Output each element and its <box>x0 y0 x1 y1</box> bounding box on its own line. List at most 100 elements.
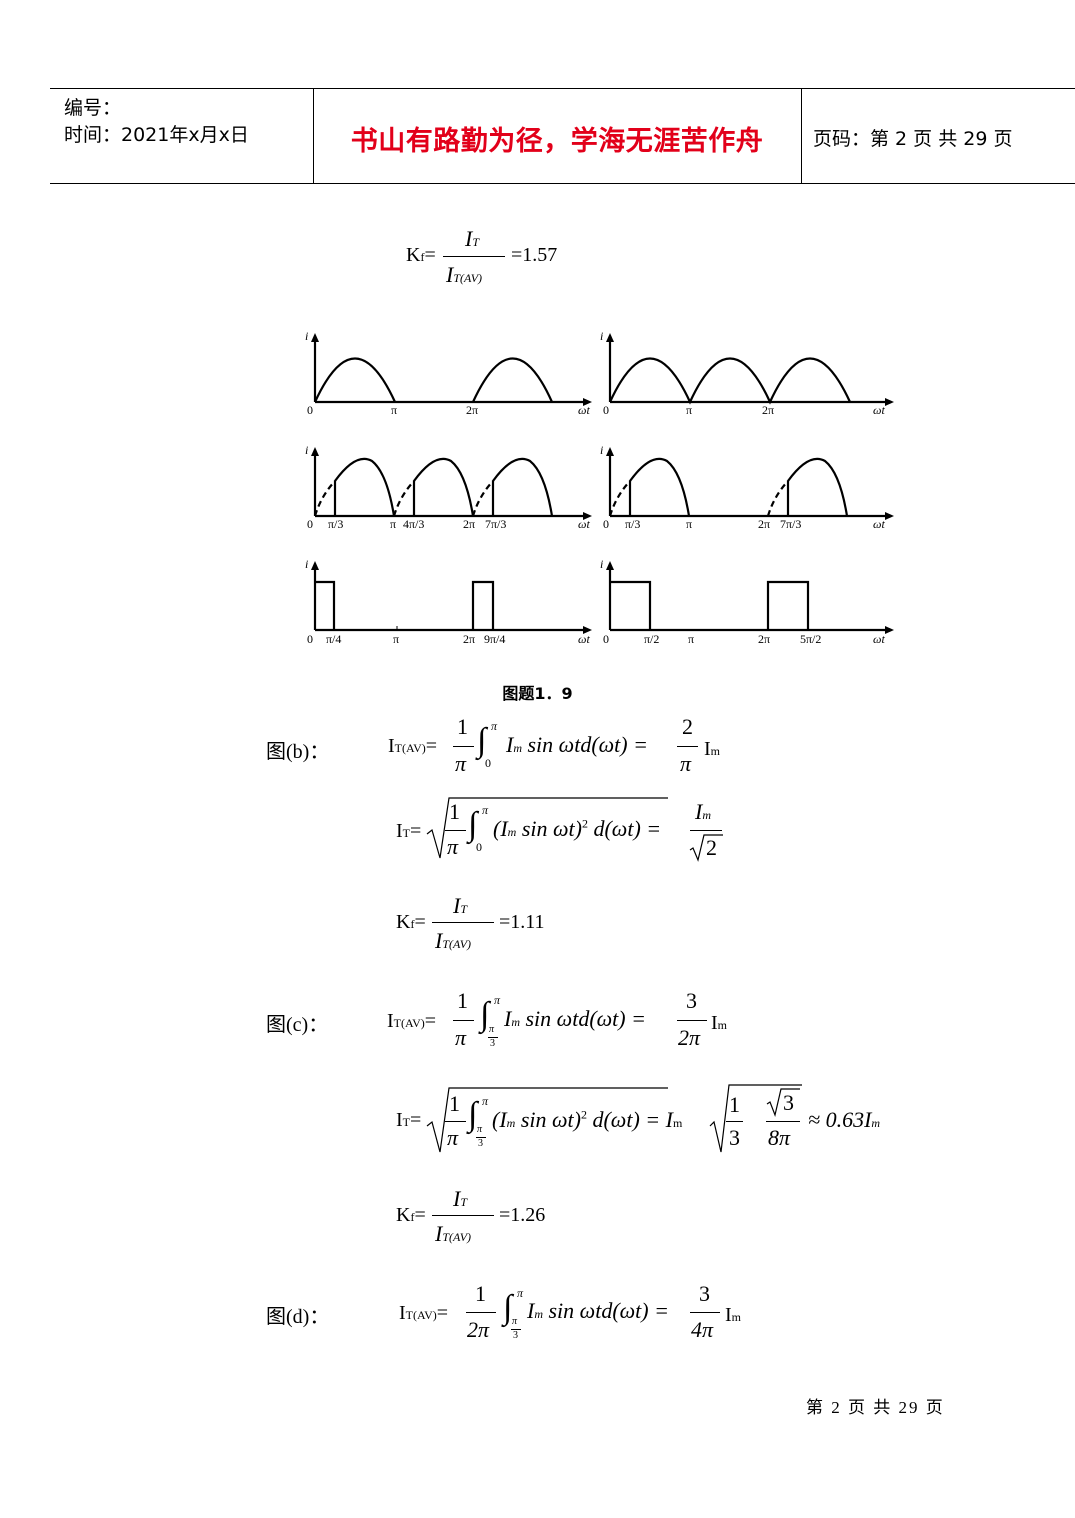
tick-label: π <box>686 403 692 417</box>
kf-denominator: IT(AV) <box>446 262 483 287</box>
tick-label: π <box>686 517 692 531</box>
iav-b-bar <box>453 746 474 747</box>
it-c-lower-den: 3 <box>478 1138 483 1149</box>
tick-label: π/3 <box>625 517 640 531</box>
kf-label: Kf= <box>406 244 436 266</box>
figure-caption: 图题1．9 <box>502 684 573 703</box>
panel-c-conduction <box>334 457 396 517</box>
it-b-num: 1 <box>449 799 460 824</box>
panel-a-x-arrow <box>583 398 592 406</box>
iav-b-res-bar <box>677 746 698 747</box>
panel-c-x-label: ωt <box>578 517 590 531</box>
iav-c-lhs: IT(AV)= <box>387 1010 437 1032</box>
it-c-den: π <box>447 1125 459 1150</box>
iav-d-num: 1 <box>475 1281 486 1306</box>
panel-c-dashed-rise <box>392 480 415 517</box>
panel-e <box>313 566 586 632</box>
iav-d-tail: Im <box>725 1304 742 1326</box>
tick-label: 2π <box>758 632 770 646</box>
tick-label: 2π <box>762 403 774 417</box>
page-footer: 第 2 页 共 29 页 <box>806 1398 945 1417</box>
tick-label: 2π <box>463 517 475 531</box>
kf-b-label: Kf= <box>396 911 426 933</box>
iav-d-res-den: 4π <box>691 1317 714 1342</box>
panel-a-half-wave <box>472 357 554 403</box>
kf-b-denominator: IT(AV) <box>435 928 472 953</box>
panel-f-y-arrow <box>606 561 614 570</box>
panel-e-pulse <box>471 580 495 630</box>
it-b-sqrt <box>426 797 668 859</box>
panel-e-y-label: i <box>305 557 308 571</box>
iav-d-upper: π <box>517 1286 524 1300</box>
kf-numerator: IT <box>465 226 480 251</box>
panel-c-dashed-rise <box>471 480 494 517</box>
iav-b-res-den: π <box>680 751 692 776</box>
panel-b-x-arrow <box>885 398 894 406</box>
panel-c-conduction <box>492 457 554 517</box>
header-page-number: 页码：第 2 页 共 29 页 <box>813 128 1013 150</box>
kf-c-result: =1.26 <box>499 1204 546 1226</box>
it-c-sqrt <box>426 1087 668 1153</box>
it-c-upper: π <box>482 1094 489 1108</box>
iav-c-lower-bar <box>488 1037 498 1038</box>
kf-c-denominator: IT(AV) <box>435 1221 472 1246</box>
iav-c-lower-den: 3 <box>490 1038 495 1049</box>
kf-b-result: =1.11 <box>499 911 545 933</box>
panel-b-y-label: i <box>600 329 603 343</box>
tick-label: 2π <box>466 403 478 417</box>
iav-b-upper: π <box>491 719 498 733</box>
section-b-label: 图(b)： <box>266 741 330 763</box>
it-b-res-sqrt <box>689 834 723 862</box>
tick-label: 7π/3 <box>780 517 801 531</box>
iav-c-integrand: Im sin ωtd(ωt) = <box>504 1006 646 1031</box>
panel-f-pulse <box>610 580 652 630</box>
tick-label: 0 <box>603 517 609 531</box>
iav-c-den: π <box>455 1025 467 1050</box>
iav-b-den: π <box>455 751 467 776</box>
iav-d-res-bar <box>690 1312 720 1313</box>
kf-c-numerator: IT <box>453 1186 468 1211</box>
panel-b-x-label: ωt <box>873 403 885 417</box>
tick-label: 0 <box>307 517 313 531</box>
kf-fraction-bar <box>443 256 505 257</box>
iav-b-lhs: IT(AV)= <box>388 735 438 757</box>
iav-d-den: 2π <box>467 1317 490 1342</box>
iav-d-lower-den: 3 <box>513 1330 518 1341</box>
tick-label: 4π/3 <box>403 517 424 531</box>
it-b-integral: ∫ <box>468 806 478 843</box>
header-meta-cell: 编号： 时间：2021年x月x日 <box>50 89 314 183</box>
it-b-integrand: (Im sin ωt)2 d(ωt) = <box>493 816 662 841</box>
panel-d-y-label: i <box>600 443 603 457</box>
iav-b-lower: 0 <box>485 756 491 770</box>
iav-c-tail: Im <box>711 1012 728 1034</box>
it-c-root3-val: 3 <box>783 1090 794 1115</box>
iav-d-lower-bar <box>511 1329 521 1330</box>
it-c-num: 1 <box>449 1091 460 1116</box>
iav-d-integrand: Im sin ωtd(ωt) = <box>527 1298 669 1323</box>
panel-d-x-label: ωt <box>873 517 885 531</box>
it-b-lhs: IT= <box>396 820 422 842</box>
iav-c-res-bar <box>677 1020 707 1021</box>
iav-d-bar <box>466 1312 496 1313</box>
tick-label: π <box>688 632 694 646</box>
tick-label: 0 <box>603 403 609 417</box>
document-time: 时间：2021年x月x日 <box>64 124 249 146</box>
it-c-sqrt-den1: 3 <box>729 1125 740 1150</box>
iav-c-lower-num: π <box>489 1024 495 1035</box>
iav-c-res-den: 2π <box>678 1025 701 1050</box>
page-header: 编号： 时间：2021年x月x日 书山有路勤为径，学海无涯苦作舟 页码：第 2 … <box>50 88 1075 184</box>
iav-c-upper: π <box>494 993 501 1007</box>
panel-d-y-arrow <box>606 447 614 456</box>
iav-b-tail: Im <box>704 738 721 760</box>
it-c-integrand: (Im sin ωt)2 d(ωt) = Im <box>492 1107 683 1132</box>
tick-label: 5π/2 <box>800 632 821 646</box>
panel-c-y-arrow <box>311 447 319 456</box>
iav-d-integral: ∫ <box>503 1289 513 1326</box>
it-b-res-bar <box>690 830 722 831</box>
panel-a-y-label: i <box>305 329 308 343</box>
panel-a-half-wave <box>314 357 396 403</box>
iav-b-integral: ∫ <box>477 722 487 759</box>
iav-c-bar <box>453 1020 474 1021</box>
panel-f-x-arrow <box>885 626 894 634</box>
iav-d-lhs: IT(AV)= <box>399 1302 449 1324</box>
